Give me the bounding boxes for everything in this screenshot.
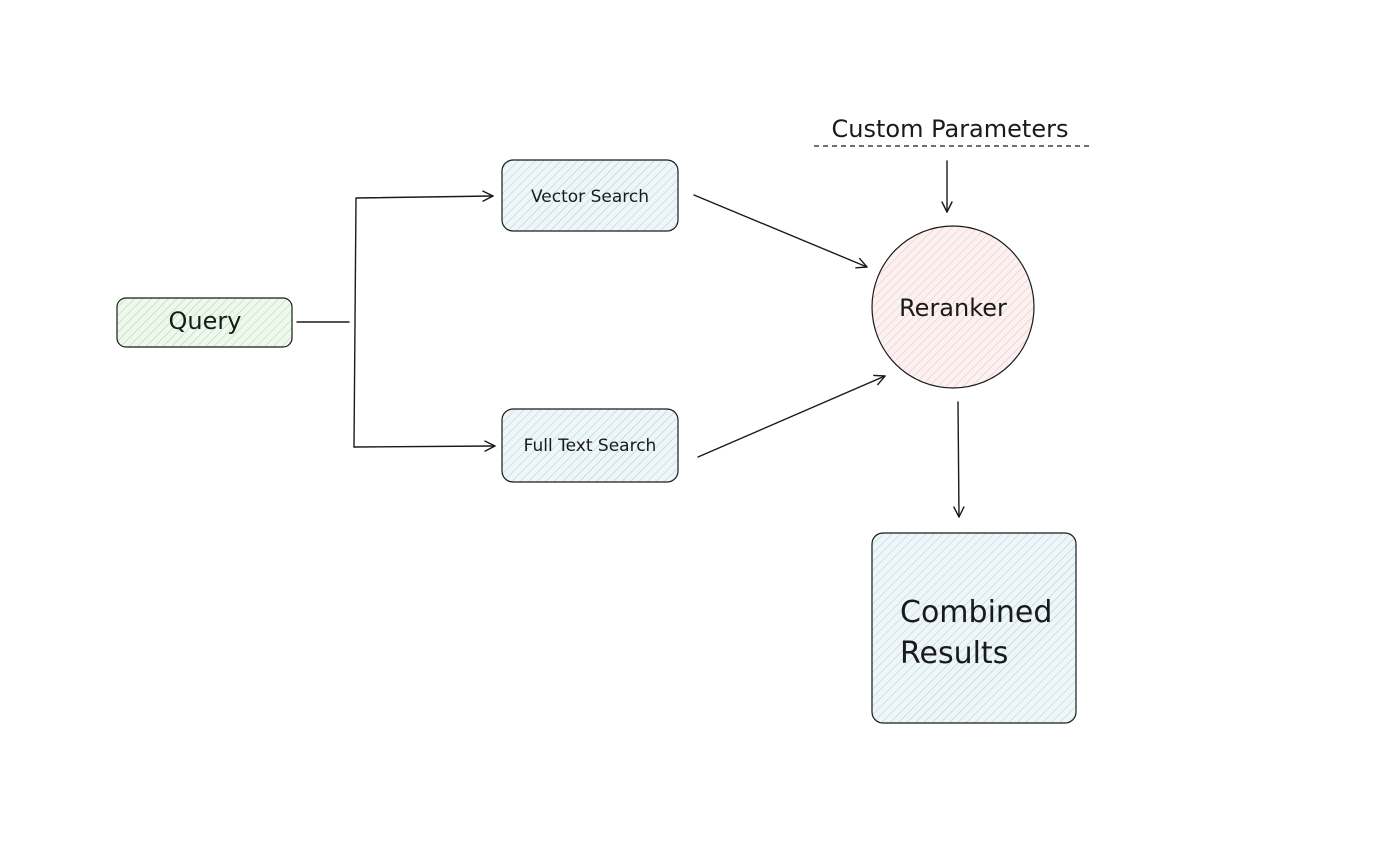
combined-results-label-line1: Combined: [900, 595, 1052, 630]
vector-search-node: Vector Search: [501, 159, 679, 232]
full-text-search-label: Full Text Search: [524, 436, 657, 456]
edge-split-to-full-text-search: [353, 440, 496, 452]
full-text-search-node: Full Text Search: [501, 408, 679, 483]
edge-split-to-vector-search: [353, 190, 494, 448]
custom-parameters-label: Custom Parameters: [832, 115, 1069, 143]
edge-vector-search-to-reranker: [693, 194, 868, 269]
custom-parameters-annotation: Custom Parameters: [814, 115, 1090, 147]
vector-search-label: Vector Search: [531, 187, 649, 207]
query-node: Query: [116, 297, 293, 348]
edge-reranker-to-combined-results: [953, 401, 965, 518]
reranker-node: Reranker: [871, 225, 1035, 389]
query-label: Query: [169, 307, 242, 335]
edge-full-text-search-to-reranker: [697, 374, 886, 458]
reranker-label: Reranker: [899, 294, 1007, 322]
combined-results-label-line2: Results: [900, 636, 1008, 671]
combined-results-node: Combined Results: [871, 532, 1077, 724]
